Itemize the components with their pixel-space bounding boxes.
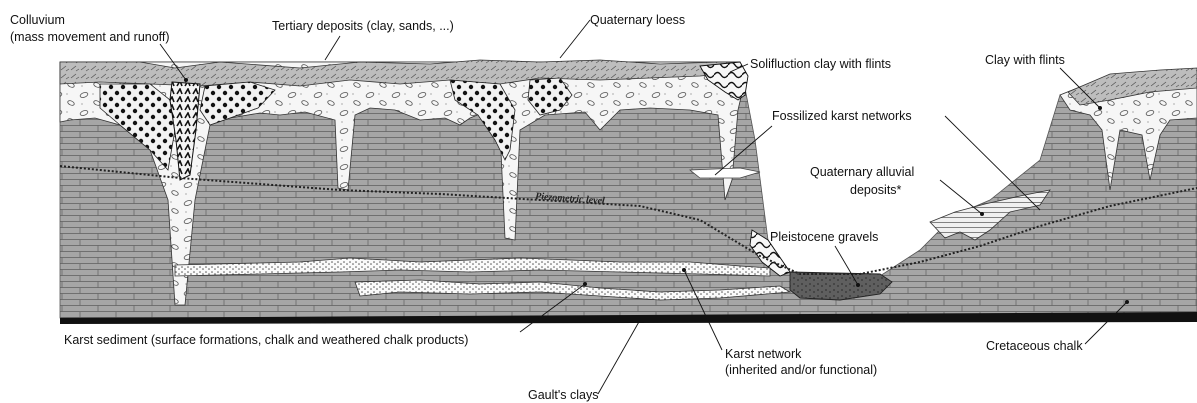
label-pleistocene-gravels: Pleistocene gravels: [770, 230, 878, 244]
leader-clay-dot: [1098, 106, 1102, 110]
label-karst-sediment: Karst sediment (surface formations, chal…: [64, 333, 468, 347]
leader-gravels-dot: [856, 283, 860, 287]
label-solifluction: Solifluction clay with flints: [750, 57, 891, 71]
label-fossilized-karst: Fossilized karst networks: [772, 109, 912, 123]
leader-loess: [560, 20, 590, 58]
label-karst-network-line1: Karst network: [725, 347, 802, 361]
label-colluvium-line2: (mass movement and runoff): [10, 30, 170, 44]
label-colluvium-line1: Colluvium: [10, 13, 65, 27]
leader-karst-sediment-dot: [583, 282, 587, 286]
label-tertiary: Tertiary deposits (clay, sands, ...): [272, 19, 454, 33]
label-gaults-clays: Gault's clays: [528, 388, 598, 402]
label-alluvial-line1: Quaternary alluvial: [810, 165, 914, 179]
leader-karst-network-dot: [682, 268, 686, 272]
leader-gaults-clays: [598, 320, 640, 394]
label-karst-network-line2: (inherited and/or functional): [725, 363, 877, 377]
leader-tertiary: [325, 36, 340, 60]
label-cretaceous-chalk: Cretaceous chalk: [986, 339, 1083, 353]
leader-colluvium-dot: [184, 78, 188, 82]
leader-alluvial-dot: [980, 212, 984, 216]
leader-cretaceous-dot: [1125, 300, 1129, 304]
label-clay-with-flints: Clay with flints: [985, 53, 1065, 67]
label-alluvial-line2: deposits*: [850, 183, 902, 197]
label-loess: Quaternary loess: [590, 13, 685, 27]
leader-alluvial: [940, 180, 982, 214]
